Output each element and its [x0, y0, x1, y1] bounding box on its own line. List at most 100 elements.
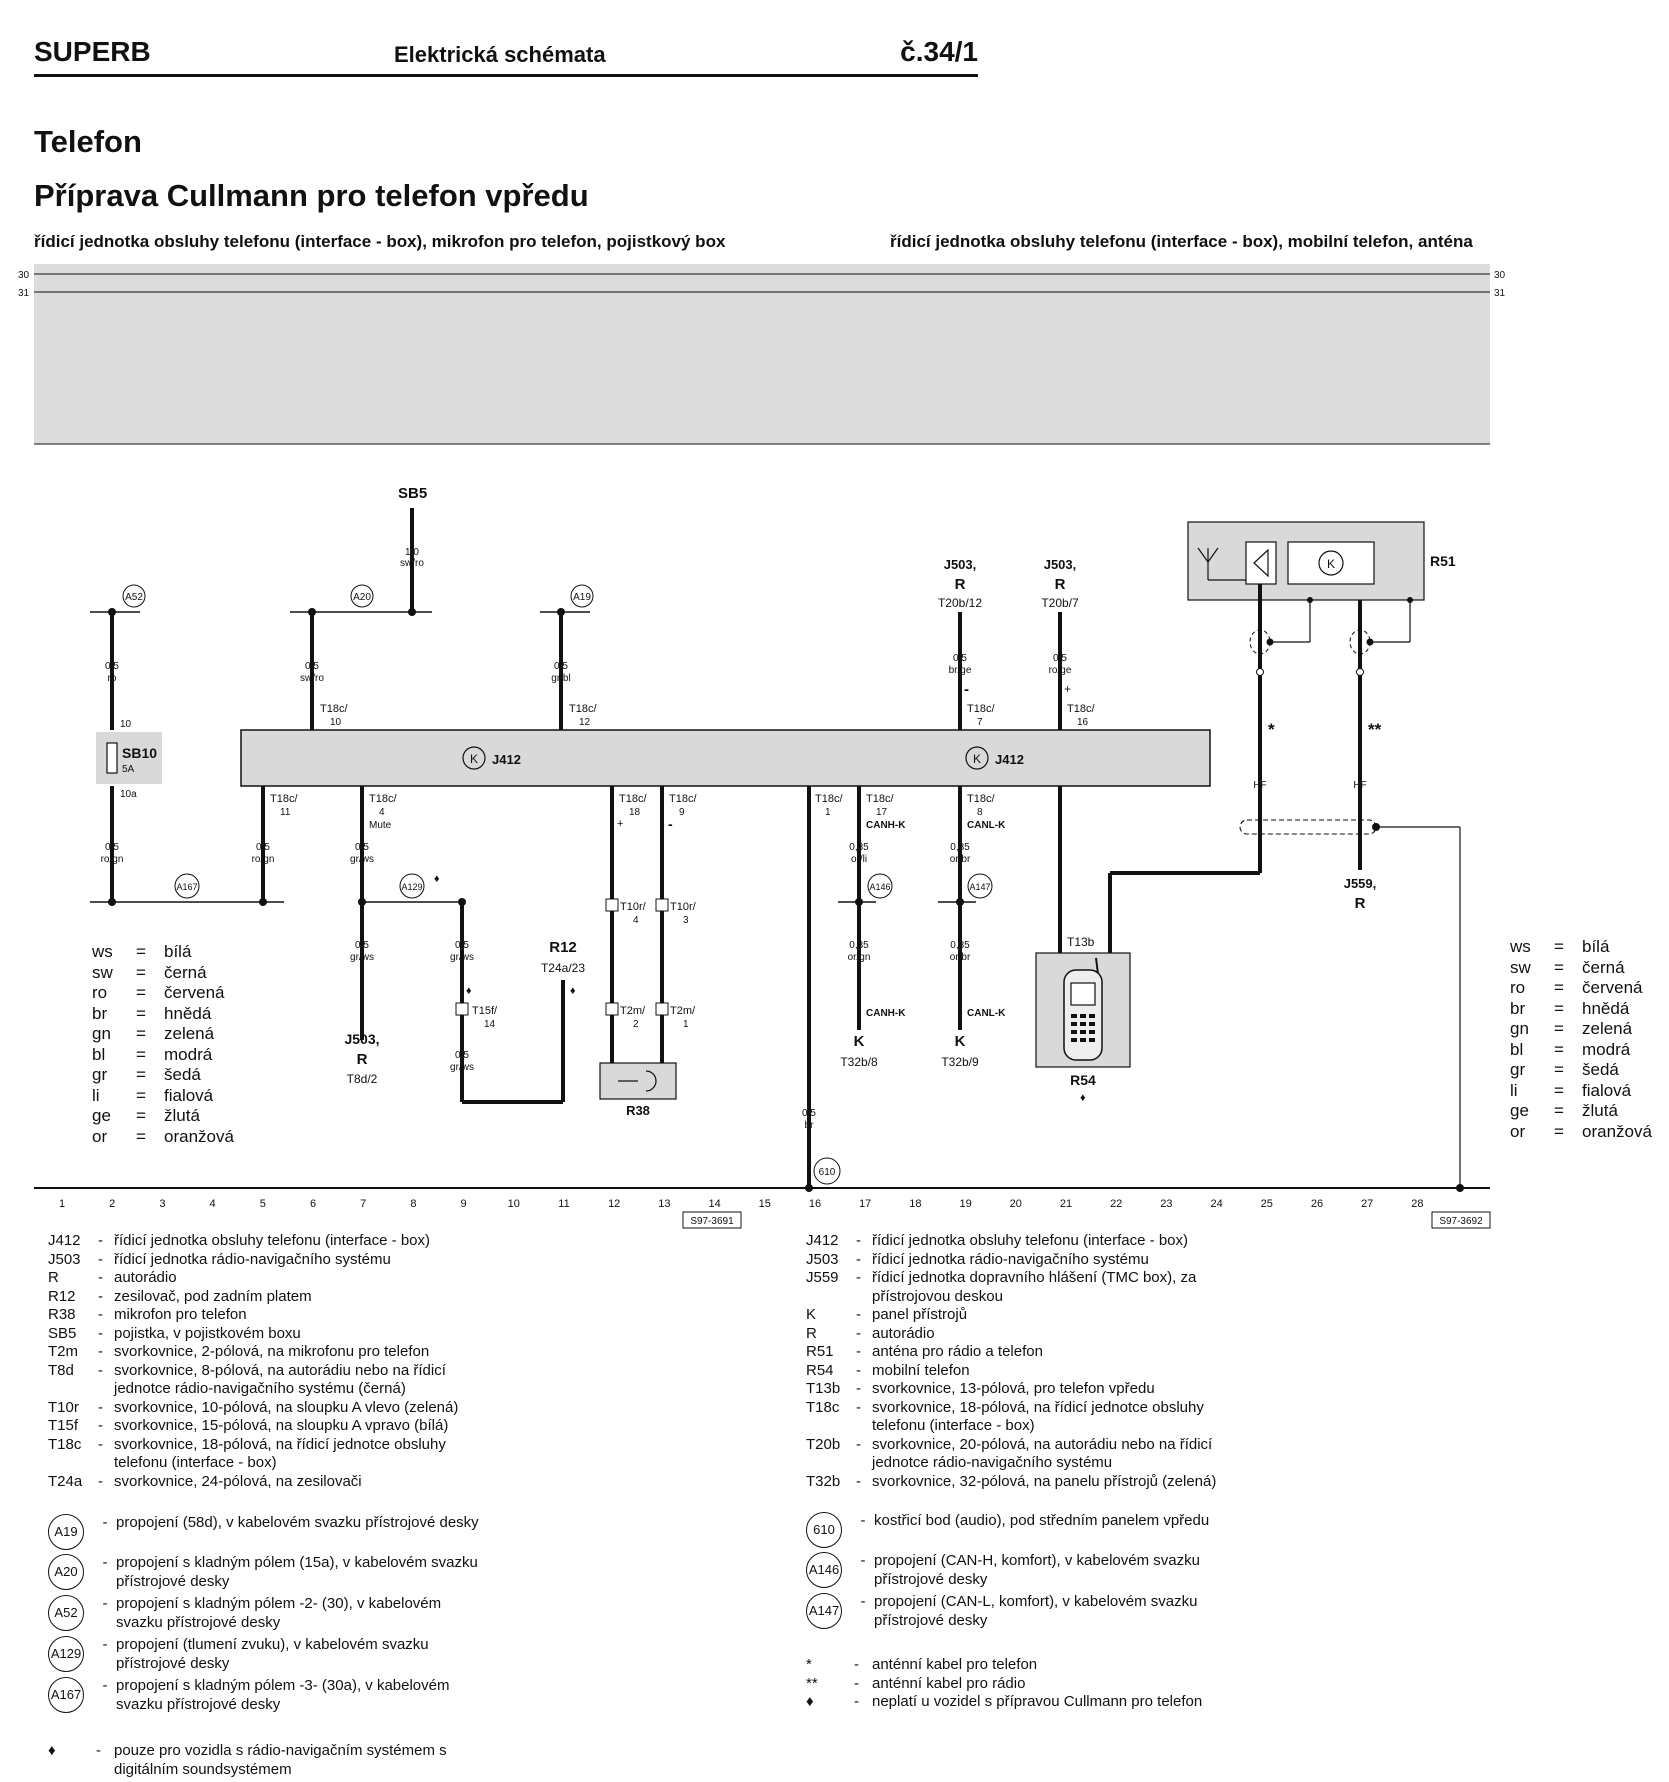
color-code: gr	[92, 1065, 108, 1084]
legend-code: R51	[806, 1343, 834, 1360]
legend-dash: -	[856, 1306, 861, 1323]
equals-sign: =	[136, 1044, 146, 1064]
svg-text:16: 16	[1077, 717, 1089, 728]
note-row: ♦-pouze pro vozidla s rádio-navigačním s…	[48, 1742, 488, 1779]
equals-sign: =	[136, 962, 146, 982]
ground-number: 22	[1110, 1198, 1122, 1210]
color-code-row: li=fialová	[92, 1086, 234, 1107]
svg-text:R: R	[955, 576, 966, 593]
legend-dash: -	[856, 1380, 861, 1397]
svg-text:T18c/: T18c/	[669, 793, 697, 805]
color-name: zelená	[1582, 1019, 1633, 1038]
legend-desc: propojení (58d), v kabelovém svazku přís…	[116, 1514, 479, 1531]
legend-desc: propojení s kladným pólem -2- (30), v ka…	[116, 1595, 442, 1631]
svg-text:T32b/9: T32b/9	[941, 1055, 979, 1069]
legend-dash: -	[856, 1232, 861, 1249]
equals-sign: =	[1554, 1039, 1564, 1059]
ground-number: 12	[608, 1198, 620, 1210]
legend-dash: -	[98, 1269, 103, 1286]
equals-sign: =	[1554, 957, 1564, 977]
color-code: or	[92, 1126, 108, 1146]
svg-text:10: 10	[120, 719, 132, 730]
svg-text:♦: ♦	[570, 985, 576, 997]
legend-row: T32b-svorkovnice, 32-pólová, na panelu p…	[806, 1473, 1246, 1492]
svg-text:T18c/: T18c/	[619, 793, 647, 805]
legend-row: R-autorádio	[48, 1269, 488, 1288]
color-code: gr	[1510, 1060, 1526, 1079]
legend-row: T15f-svorkovnice, 15-pólová, na sloupku …	[48, 1417, 488, 1436]
svg-text:14: 14	[484, 1019, 496, 1030]
legend-dash: -	[856, 1361, 861, 1379]
note-left: ♦-pouze pro vozidla s rádio-navigačním s…	[48, 1742, 488, 1779]
equals-sign: =	[136, 1085, 146, 1105]
svg-text:0,5: 0,5	[256, 842, 270, 853]
color-name: černá	[164, 962, 207, 982]
transistor-icon	[965, 746, 989, 770]
svg-text:R: R	[357, 1051, 368, 1068]
ref-right: S97-3692	[1439, 1216, 1483, 1227]
color-code-row: or=oranžová	[1510, 1122, 1652, 1143]
note-symbol: ♦	[806, 1693, 814, 1710]
legend-desc: anténa pro rádio a telefon	[872, 1343, 1043, 1360]
ground-number: 2	[109, 1198, 115, 1210]
color-name: modrá	[164, 1044, 213, 1064]
legend-code: J412	[48, 1232, 81, 1249]
svg-text:T2m/: T2m/	[620, 1005, 646, 1017]
page-header: SUPERB Elektrická schémata č.34/1	[34, 30, 978, 77]
color-code-row: ge=žlutá	[92, 1106, 234, 1127]
color-code-row: ro=červená	[1510, 978, 1652, 999]
svg-text:T2m/: T2m/	[670, 1005, 696, 1017]
svg-text:0,35: 0,35	[950, 842, 970, 853]
color-code: li	[92, 1085, 100, 1105]
connection-row: A147-propojení (CAN-L, komfort), v kabel…	[806, 1593, 1246, 1630]
color-code-row: sw=černá	[1510, 958, 1652, 979]
legend-row: SB5-pojistka, v pojistkovém boxu	[48, 1325, 488, 1344]
svg-text:HF: HF	[1353, 780, 1366, 791]
equals-sign: =	[1554, 1101, 1564, 1120]
color-name: červená	[1582, 978, 1643, 997]
connection-symbol: 610	[806, 1512, 842, 1548]
connection-legend-right: 610 - kostřicí bod (audio), pod středním p…	[806, 1512, 1246, 1634]
component-legend-left: J412-řídicí jednotka obsluhy telefonu (i…	[48, 1232, 488, 1491]
rail-30-left: 30	[18, 270, 30, 281]
equals-sign: =	[136, 1065, 146, 1084]
svg-text:♦: ♦	[434, 873, 440, 885]
connection-symbol: A147	[806, 1593, 842, 1629]
color-code-row: gr=šedá	[1510, 1060, 1652, 1081]
color-name: modrá	[1582, 1039, 1631, 1059]
equals-sign: =	[136, 1003, 146, 1023]
color-code-row: gn=zelená	[1510, 1019, 1652, 1040]
color-code-row: or=oranžová	[92, 1127, 234, 1148]
legend-desc: propojení s kladným pólem -3- (30a), v k…	[116, 1677, 450, 1713]
ground-number: 10	[508, 1198, 520, 1210]
color-code-row: bl=modrá	[92, 1045, 234, 1066]
ground-number: 8	[410, 1198, 416, 1210]
legend-desc: anténní kabel pro rádio	[872, 1674, 1026, 1692]
svg-text:CANL-K: CANL-K	[967, 1008, 1006, 1019]
color-code-row: ge=žlutá	[1510, 1101, 1652, 1122]
legend-desc: svorkovnice, 18-pólová, na řídicí jednot…	[872, 1398, 1204, 1435]
color-name: žlutá	[1582, 1101, 1618, 1120]
note-row: *-anténní kabel pro telefon	[806, 1656, 1246, 1675]
conn-a167: A167	[176, 882, 197, 892]
ground-number: 4	[210, 1198, 216, 1210]
color-code-row: br=hnědá	[1510, 999, 1652, 1020]
legend-dash: -	[860, 1552, 866, 1569]
svg-text:CANH-K: CANH-K	[866, 1008, 906, 1019]
svg-text:T18c/: T18c/	[270, 793, 298, 805]
ground-number: 6	[310, 1198, 316, 1210]
color-code-row: ro=červená	[92, 983, 234, 1004]
note-row: **-anténní kabel pro rádio	[806, 1675, 1246, 1694]
legend-row: J412-řídicí jednotka obsluhy telefonu (i…	[806, 1232, 1246, 1251]
note-symbol: *	[806, 1656, 812, 1673]
legend-dash: -	[860, 1593, 866, 1610]
connection-row: A129-propojení (tlumení zvuku), v kabelo…	[48, 1636, 488, 1673]
connection-symbol: A52	[48, 1595, 84, 1631]
svg-text:5A: 5A	[122, 764, 135, 775]
ground-number: 7	[360, 1198, 366, 1210]
legend-desc: řídicí jednotka dopravního hlášení (TMC …	[872, 1269, 1197, 1305]
legend-code: K	[806, 1306, 817, 1323]
legend-desc: kostřicí bod (audio), pod středním panel…	[874, 1512, 1210, 1529]
legend-desc: propojení (CAN-H, komfort), v kabelovém …	[874, 1552, 1200, 1588]
